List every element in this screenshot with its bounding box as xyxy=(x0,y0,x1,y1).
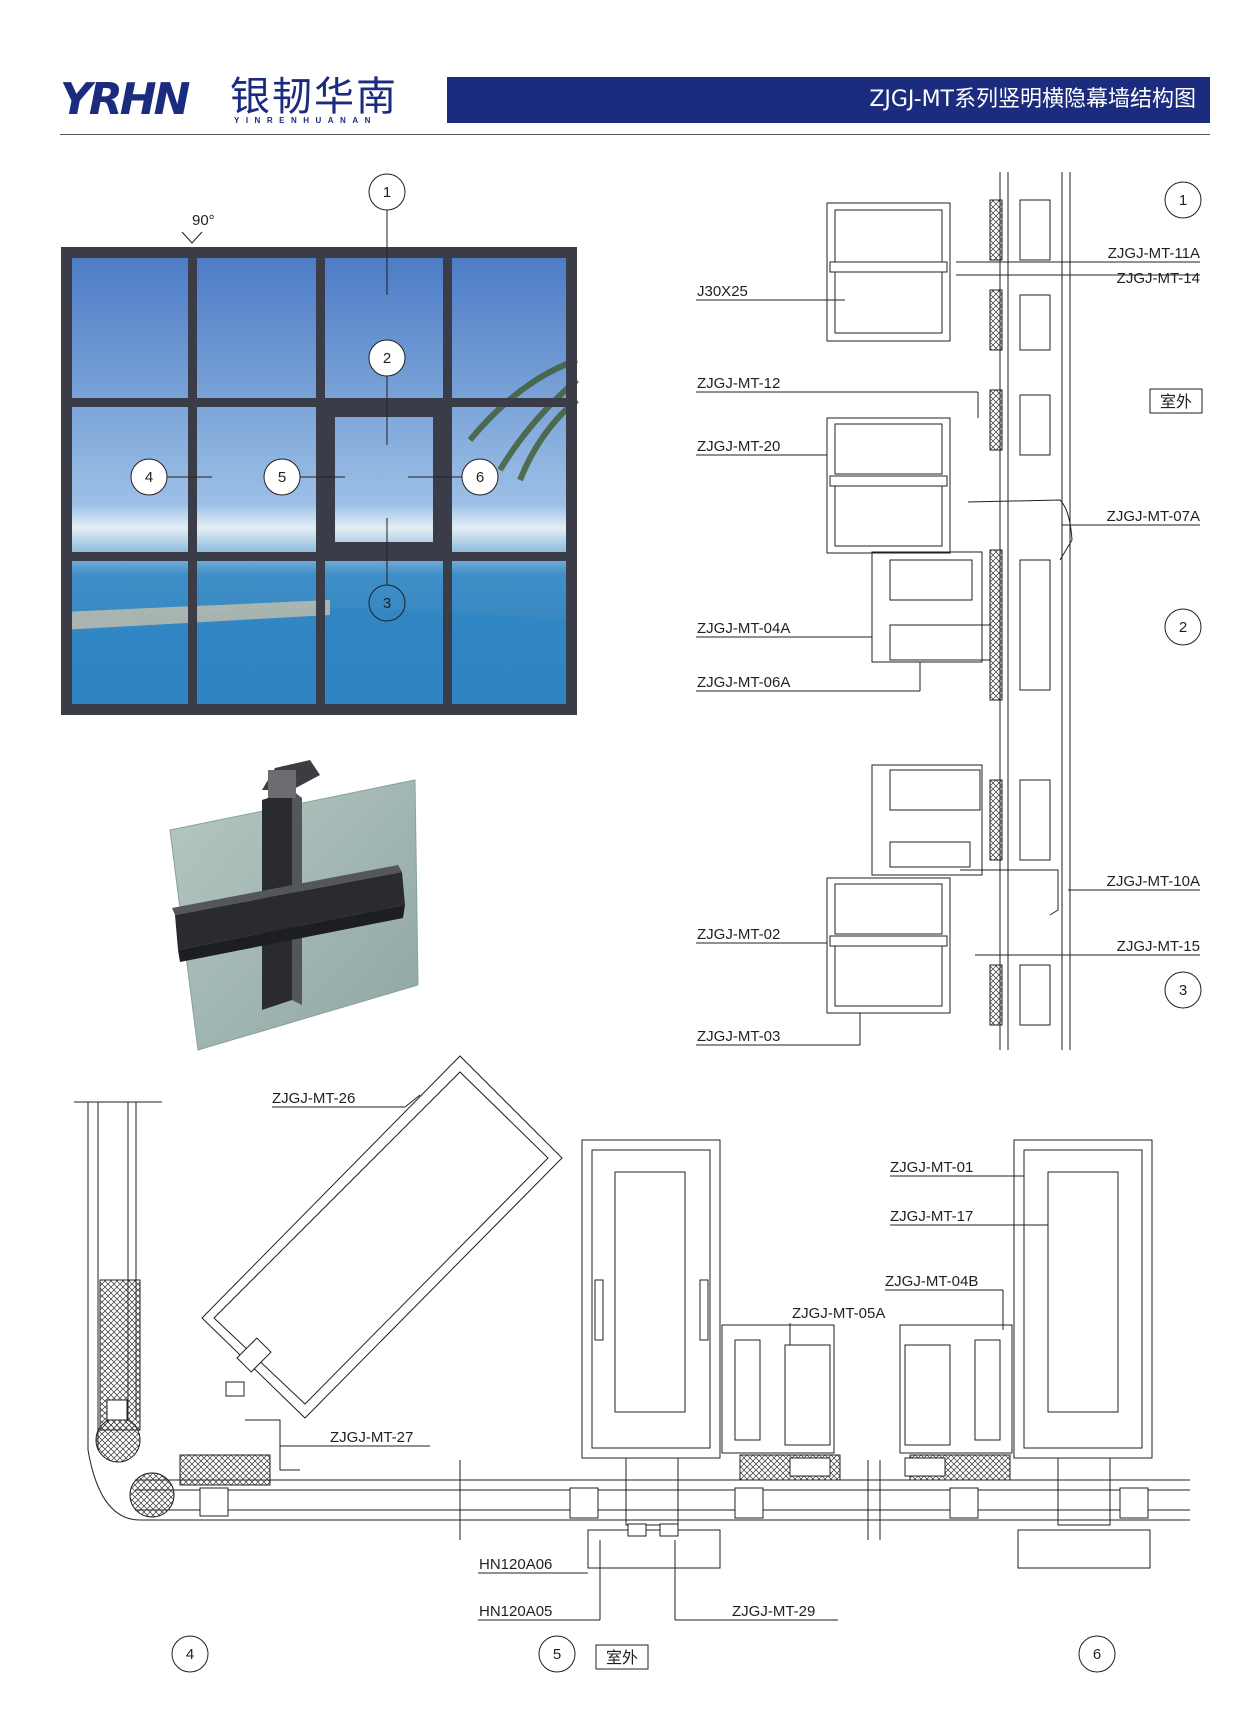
profile-3d-render xyxy=(169,760,419,1051)
vertical-marker-2: 2 xyxy=(1164,608,1202,646)
curtain-wall-elevation: 90° 1 2 3 4 5 6 xyxy=(61,173,579,715)
horizontal-marker-5: 5 xyxy=(538,1635,576,1673)
label-mt20: ZJGJ-MT-20 xyxy=(697,438,780,455)
horizontal-marker-6: 6 xyxy=(1078,1635,1116,1673)
elevation-markers: 1 2 3 4 5 6 xyxy=(130,173,499,622)
label-mt15: ZJGJ-MT-15 xyxy=(1117,938,1200,955)
label-hn120a06: HN120A06 xyxy=(479,1556,552,1573)
svg-text:5: 5 xyxy=(278,469,286,486)
label-mt07a: ZJGJ-MT-07A xyxy=(1107,508,1200,525)
label-mt03: ZJGJ-MT-03 xyxy=(697,1028,780,1045)
svg-text:1: 1 xyxy=(1179,192,1187,209)
horizontal-marker-4: 4 xyxy=(171,1635,209,1673)
header-divider xyxy=(60,134,1210,135)
svg-text:6: 6 xyxy=(476,469,484,486)
label-mt26: ZJGJ-MT-26 xyxy=(272,1090,355,1107)
logo-english-name: YINRENHUANAN xyxy=(234,116,377,125)
label-j30x25: J30X25 xyxy=(697,283,748,300)
brand-logo: YRHN 银韧华南 YINRENHUANAN xyxy=(60,74,440,126)
vertical-marker-1: 1 xyxy=(1164,181,1202,219)
marker-1: 1 xyxy=(368,173,406,211)
label-mt05a: ZJGJ-MT-05A xyxy=(792,1305,885,1322)
logo-chinese-name: 银韧华南 xyxy=(230,74,398,120)
label-mt27: ZJGJ-MT-27 xyxy=(330,1429,413,1446)
page-title: ZJGJ-MT系列竖明横隐幕墙结构图 xyxy=(869,87,1196,112)
label-mt12: ZJGJ-MT-12 xyxy=(697,375,780,392)
label-mt04b: ZJGJ-MT-04B xyxy=(885,1273,978,1290)
svg-text:3: 3 xyxy=(1179,982,1187,999)
marker-5: 5 xyxy=(263,458,301,496)
label-mt02: ZJGJ-MT-02 xyxy=(697,926,780,943)
marker-2: 2 xyxy=(368,339,406,377)
label-hn120a05: HN120A05 xyxy=(479,1603,552,1620)
marker-3: 3 xyxy=(368,584,406,622)
horizontal-section-labels: ZJGJ-MT-26 ZJGJ-MT-27 HN120A06 HN120A05 … xyxy=(171,1090,1116,1673)
svg-text:5: 5 xyxy=(553,1646,561,1663)
svg-text:3: 3 xyxy=(383,595,391,612)
horizontal-section xyxy=(74,1055,1190,1621)
svg-text:4: 4 xyxy=(186,1646,194,1663)
svg-text:2: 2 xyxy=(1179,619,1187,636)
label-mt06a: ZJGJ-MT-06A xyxy=(697,674,790,691)
label-mt01: ZJGJ-MT-01 xyxy=(890,1159,973,1176)
marker-6: 6 xyxy=(461,458,499,496)
label-mt11a: ZJGJ-MT-11A xyxy=(1108,245,1200,262)
angle-label: 90° xyxy=(192,212,215,229)
logo-mark: YRHN xyxy=(60,74,190,125)
svg-text:1: 1 xyxy=(383,184,391,201)
title-bar: ZJGJ-MT系列竖明横隐幕墙结构图 xyxy=(447,77,1210,123)
elevation-frame xyxy=(61,247,577,715)
label-mt14: ZJGJ-MT-14 xyxy=(1117,270,1200,287)
vertical-section-labels: ZJGJ-MT-11A ZJGJ-MT-14 J30X25 ZJGJ-MT-12… xyxy=(697,181,1203,1045)
label-mt29: ZJGJ-MT-29 xyxy=(732,1603,815,1620)
vertical-section xyxy=(696,172,1200,1050)
vertical-marker-3: 3 xyxy=(1164,971,1202,1009)
svg-text:6: 6 xyxy=(1093,1646,1101,1663)
outside-label-horizontal: 室外 xyxy=(606,1648,638,1667)
label-mt17: ZJGJ-MT-17 xyxy=(890,1208,973,1225)
svg-text:2: 2 xyxy=(383,350,391,367)
outside-label-vertical: 室外 xyxy=(1160,392,1192,411)
marker-4: 4 xyxy=(130,458,168,496)
label-mt04a: ZJGJ-MT-04A xyxy=(697,620,790,637)
svg-text:4: 4 xyxy=(145,469,153,486)
label-mt10a: ZJGJ-MT-10A xyxy=(1107,873,1200,890)
